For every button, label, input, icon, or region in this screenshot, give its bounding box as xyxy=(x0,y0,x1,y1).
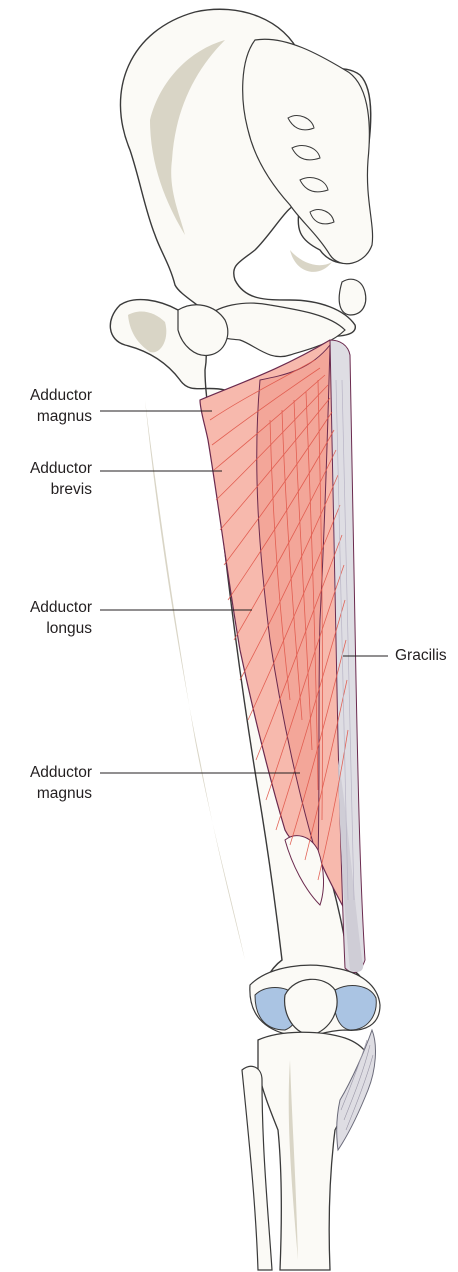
coccyx xyxy=(339,279,366,315)
lower-leg xyxy=(242,1030,375,1270)
label-line: magnus xyxy=(12,783,92,804)
label-line: Adductor xyxy=(12,385,92,406)
label-line: Gracilis xyxy=(395,645,447,666)
label-line: Adductor xyxy=(12,458,92,479)
tibia xyxy=(258,1032,371,1270)
label-line: magnus xyxy=(12,406,92,427)
label-adductor-magnus-upper: Adductor magnus xyxy=(12,385,92,427)
label-adductor-longus: Adductor longus xyxy=(12,597,92,639)
label-line: brevis xyxy=(12,479,92,500)
label-adductor-magnus-lower: Adductor magnus xyxy=(12,762,92,804)
label-adductor-brevis: Adductor brevis xyxy=(12,458,92,500)
label-gracilis: Gracilis xyxy=(395,645,447,666)
label-line: Adductor xyxy=(12,762,92,783)
label-line: longus xyxy=(12,618,92,639)
label-line: Adductor xyxy=(12,597,92,618)
